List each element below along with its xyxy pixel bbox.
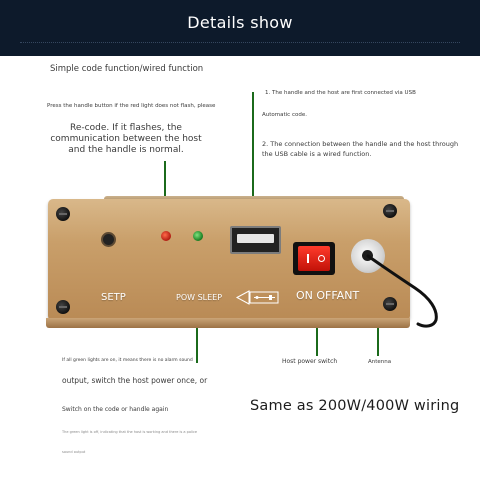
output-note: output, switch the host power once, or	[62, 376, 208, 385]
label-on-off-ant: ON OFFANT	[296, 289, 360, 302]
screw-icon	[56, 207, 70, 221]
usb-note-3: 2. The connection between the handle and…	[262, 140, 459, 158]
header-fine-print	[20, 42, 460, 46]
green-led-indicator	[193, 231, 203, 241]
usb-port	[230, 226, 281, 254]
screw-icon	[56, 300, 70, 314]
usb-port-insert	[237, 234, 274, 243]
usb-symbol-icon	[235, 290, 279, 305]
usb-note-2: Automatic code.	[262, 112, 307, 118]
red-led-indicator	[161, 231, 171, 241]
switch-on-note: Switch on the code or handle again	[62, 406, 169, 413]
antenna-cable	[366, 254, 438, 328]
power-off-mark-icon	[318, 255, 325, 262]
host-power-switch-caption: Host power switch	[282, 358, 338, 365]
callout-line-usb	[252, 92, 254, 226]
power-rocker[interactable]	[298, 246, 330, 271]
wiring-note: Same as 200W/400W wiring	[250, 398, 460, 414]
audio-jack	[103, 234, 114, 245]
usb-note-1: 1. The handle and the host are first con…	[265, 90, 416, 96]
power-on-mark-icon	[307, 254, 309, 263]
host-device	[48, 199, 410, 321]
recode-note: Re-code. If it flashes, the communicatio…	[50, 123, 202, 155]
header-banner: Details show	[0, 0, 480, 56]
host-power-switch[interactable]	[293, 242, 335, 275]
device-base	[46, 318, 410, 328]
press-note: Press the handle button if the red light…	[47, 103, 216, 109]
callout-line-red-led	[164, 161, 166, 229]
screw-icon	[383, 297, 397, 311]
green-light-note: If all green lights are on, it means the…	[62, 358, 193, 363]
label-setp: SETP	[101, 292, 126, 303]
label-pow-sleep: POW SLEEP	[176, 293, 223, 302]
green-off-note: The green light is off, indicating that …	[62, 430, 198, 434]
sound-output-note: sound output	[62, 450, 86, 454]
screw-icon	[383, 204, 397, 218]
function-title: Simple code function/wired function	[50, 64, 204, 74]
antenna-caption: Antenna	[368, 359, 392, 365]
header-title: Details show	[187, 13, 293, 32]
